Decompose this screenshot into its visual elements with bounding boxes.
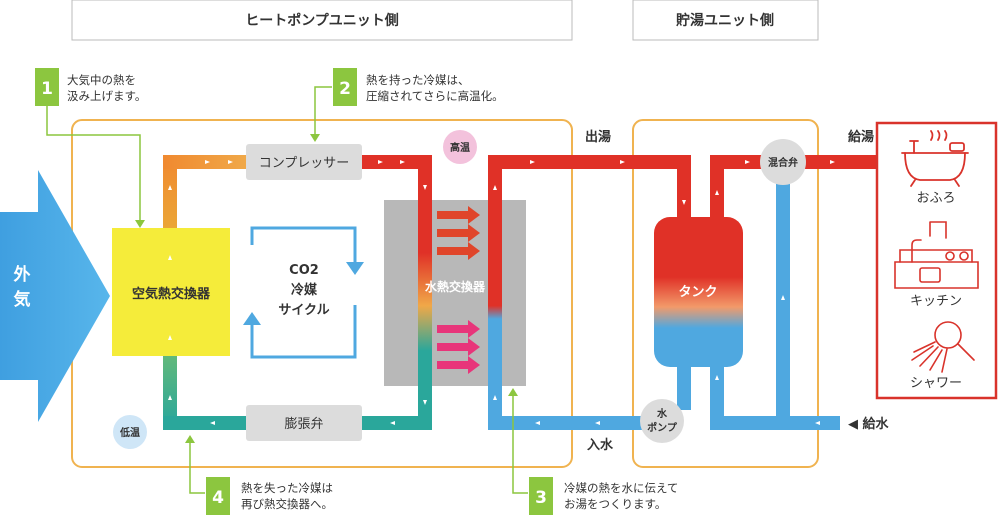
- cold-supply-pipe: [710, 416, 840, 430]
- storage-header-box: [632, 0, 819, 41]
- high-temp-badge: [443, 130, 477, 164]
- step-1-leader-head: [135, 220, 145, 228]
- hot-water-pipe-down: [677, 155, 691, 230]
- step-4-number: 4: [212, 488, 224, 508]
- water-pipe-up: [488, 155, 502, 430]
- step-3-badge: [529, 477, 553, 515]
- cycle-label-2: 冷媒: [291, 282, 318, 298]
- water-in-label: 入水: [587, 437, 614, 453]
- outlet-shower-label: シャワー: [910, 376, 962, 391]
- step-2-line-1: 熱を持った冷媒は、: [366, 73, 470, 87]
- hot-out-label: 出湯: [585, 129, 611, 145]
- cycle-arrowhead-left: [243, 312, 261, 325]
- tank: [654, 217, 743, 367]
- shower-icon: [911, 321, 975, 373]
- step-4-badge: [206, 477, 230, 515]
- flow-markers: [168, 160, 835, 425]
- expansion-valve-label: 膨張弁: [284, 417, 323, 432]
- cycle-label-3: サイクル: [278, 303, 329, 318]
- step-2-line-2: 圧縮されてさらに高温化。: [366, 89, 504, 103]
- step-4-leader: [189, 440, 205, 494]
- air-heat-exchanger: [112, 228, 230, 356]
- step-3-leader: [512, 393, 528, 494]
- step-1-badge: [35, 68, 59, 106]
- mixing-valve: [760, 139, 806, 185]
- heat-transfer-arrows-hot: [437, 206, 480, 260]
- outside-air-char-2: 気: [13, 289, 31, 310]
- outlet-kitchen-label: キッチン: [910, 294, 962, 309]
- kitchen-icon: [894, 221, 979, 289]
- water-pump: [640, 399, 684, 443]
- cycle-label-1: CO2: [289, 263, 319, 278]
- compressor: [246, 144, 362, 180]
- outside-air-arrow: [0, 170, 110, 422]
- step-2-number: 2: [339, 79, 351, 99]
- hot-water-pipe: [488, 155, 691, 169]
- outlets-panel: [875, 121, 998, 400]
- step-4-line-1: 熱を失った冷媒は: [241, 481, 333, 495]
- step-2-leader: [314, 86, 332, 137]
- step-3-number: 3: [535, 488, 547, 508]
- outside-air-char-1: 外: [14, 264, 31, 285]
- cycle-arrow-bottom: [250, 305, 357, 359]
- outlet-bath-label: おふろ: [916, 191, 955, 206]
- step-1-number: 1: [41, 79, 53, 99]
- cold-supply-label: ◀ 給水: [848, 416, 890, 432]
- step-2-leader-head: [310, 134, 320, 142]
- water-pump-label-2: ポンプ: [647, 421, 678, 434]
- hx-refrigerant-pipe: [418, 200, 432, 386]
- low-temp-label: 低温: [119, 426, 140, 439]
- step-1-line-1: 大気中の熱を: [67, 73, 136, 87]
- step-4-leader-head: [185, 435, 195, 443]
- mixing-valve-label: 混合弁: [768, 156, 798, 169]
- expansion-valve: [246, 405, 362, 441]
- step-2-badge: [333, 68, 357, 106]
- cycle-arrowhead-right: [346, 262, 364, 275]
- step-1-leader: [46, 87, 141, 225]
- heatpump-header-box: [71, 0, 573, 41]
- heatpump-header: ヒートポンプユニット側: [245, 12, 399, 29]
- step-1-line-2: 汲み上げます。: [67, 89, 146, 103]
- compressor-label: コンプレッサー: [259, 156, 350, 171]
- water-pump-label-1: 水: [656, 407, 668, 420]
- water-heat-exchanger-label: 水熱交換器: [425, 279, 486, 294]
- step-4-line-2: 再び熱交換器へ。: [241, 497, 333, 511]
- refrigerant-pipe-top-right: [355, 155, 432, 169]
- tank-label: タンク: [678, 285, 717, 300]
- low-temp-badge: [113, 415, 147, 449]
- step-3-leader-head: [508, 388, 518, 396]
- high-temp-label: 高温: [450, 141, 470, 154]
- storage-unit-frame: [632, 119, 819, 468]
- cycle-arrow-top: [250, 226, 357, 262]
- step-3-line-2: お湯をつくります。: [564, 497, 666, 511]
- storage-header: 貯湯ユニット側: [676, 12, 774, 29]
- step-3-line-1: 冷媒の熱を水に伝えて: [564, 481, 678, 495]
- heat-transfer-arrows-pink: [437, 320, 480, 374]
- water-in-pipe: [488, 416, 653, 430]
- bathtub-icon: [901, 130, 969, 187]
- air-heat-exchanger-label: 空気熱交換器: [132, 286, 211, 302]
